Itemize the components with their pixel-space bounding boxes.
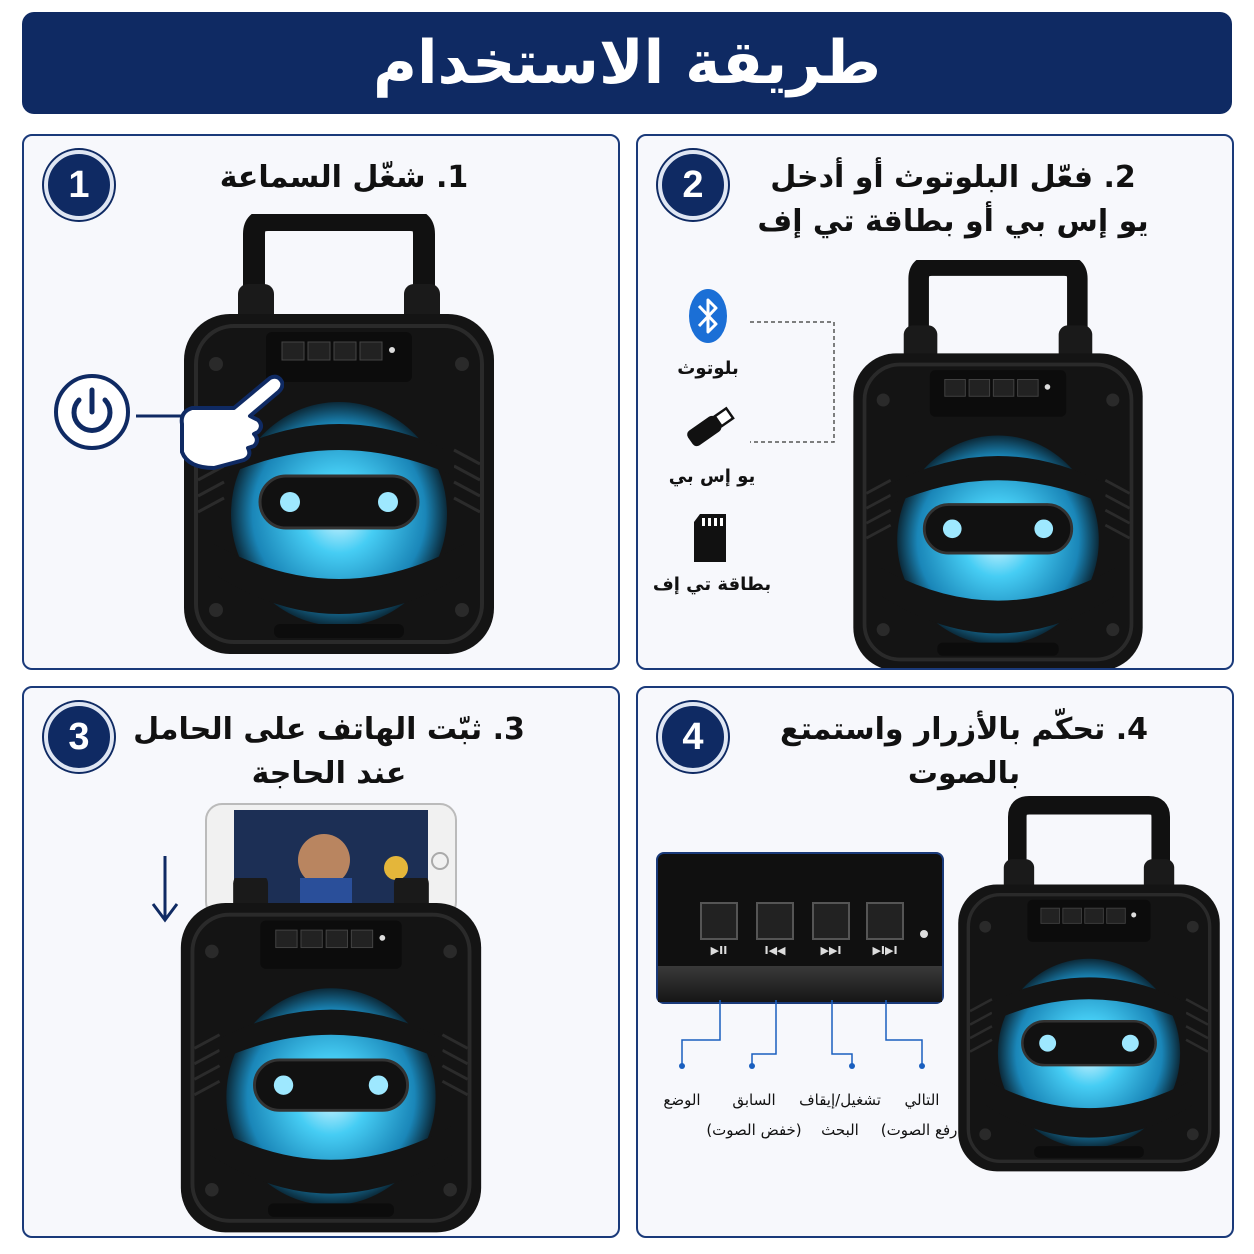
status-led (920, 930, 928, 938)
step-title: 4. تحكّم بالأزرار واستمتع بالصوت (780, 712, 1148, 791)
control-sublabel-previous: (خفض الصوت) (706, 1121, 802, 1139)
next-button (866, 902, 904, 940)
usb-drive-icon (687, 406, 735, 447)
glyph-play: ▶▶I (820, 944, 842, 957)
closeup-edge (658, 966, 942, 1002)
glyph-previous: I◀◀ (764, 944, 786, 957)
speaker-image (843, 260, 1153, 670)
play-pause-button (812, 902, 850, 940)
step-title-line-1: 2. فعّل البلوتوث أو أدخل (770, 160, 1136, 195)
control-sublabel-next: (رفع الصوت) (880, 1121, 964, 1139)
button-closeup: ▶II I◀◀ ▶▶I ▶I▶I (656, 852, 944, 1004)
step-2-panel: 2 2. فعّل البلوتوث أو أدخل يو إس بي أو ب… (636, 134, 1234, 670)
control-sublabel-play: البحث (821, 1121, 859, 1139)
sd-card-icon (694, 514, 726, 562)
control-label-next: التالي (904, 1091, 940, 1109)
source-label-tf-card: بطاقة تي إف (652, 574, 772, 595)
step-3-panel: 3 3. ثبّت الهاتف على الحامل عند الحاجة (22, 686, 620, 1238)
pointing-hand-icon (179, 374, 284, 470)
step-1-panel: 1 1. شغّل السماعة (22, 134, 620, 670)
step-title-line-1: 3. ثبّت الهاتف على الحامل (133, 712, 525, 747)
step-title-line-2: يو إس بي أو بطاقة تي إف (757, 204, 1149, 239)
source-label-usb: يو إس بي (668, 466, 756, 487)
step-title-line-2: عند الحاجة (251, 756, 407, 791)
previous-button (756, 902, 794, 940)
control-label-play: تشغيل/إيقاف (799, 1091, 881, 1109)
step-4-panel: 4 4. تحكّم بالأزرار واستمتع بالصوت ▶II I… (636, 686, 1234, 1238)
step-number-badge: 3 (44, 702, 114, 772)
speaker-image (176, 878, 486, 1238)
control-connector-lines (679, 1000, 925, 1069)
control-label-mode: الوضع (663, 1091, 701, 1109)
connector-line (136, 414, 186, 418)
bluetooth-icon (689, 289, 727, 343)
step-title: 1. شغّل السماعة (219, 160, 469, 195)
glyph-mode: ▶II (710, 944, 728, 957)
step-number-badge: 4 (658, 702, 728, 772)
down-arrow-icon (151, 856, 179, 923)
power-icon (54, 374, 130, 450)
glyph-next: ▶I▶I (872, 944, 898, 957)
step-number-badge: 1 (44, 150, 114, 220)
page-title: طريقة الاستخدام (22, 12, 1232, 114)
step-number-badge: 2 (658, 150, 728, 220)
speaker-image (954, 790, 1224, 1190)
source-label-bluetooth: بلوتوث (677, 358, 739, 379)
control-label-previous: السابق (732, 1091, 776, 1109)
mode-button (700, 902, 738, 940)
dashed-connector (750, 321, 835, 443)
phone-image (205, 803, 457, 919)
